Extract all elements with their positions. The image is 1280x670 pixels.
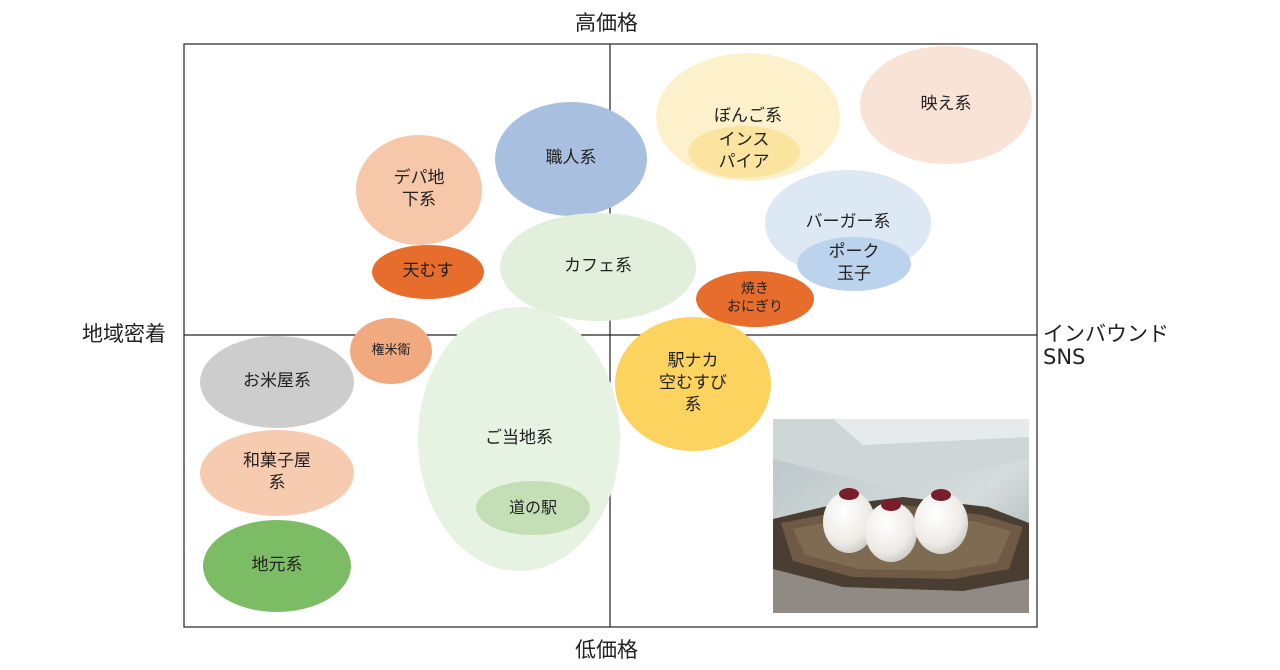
- bubble-shokunin: 職人系: [495, 102, 647, 216]
- bubble-label-depachika: デパ地 下系: [393, 168, 445, 210]
- bubble-label-okomeya: お米屋系: [243, 371, 311, 392]
- bubble-gonbei: 権米衛: [350, 318, 432, 384]
- bubble-tenmusu: 天むす: [372, 245, 484, 299]
- bubble-label-inspire: インス パイア: [718, 130, 770, 172]
- bubble-pork: ポーク 玉子: [797, 237, 911, 291]
- bubble-label-yaki: 焼き おにぎり: [727, 281, 783, 315]
- bubble-label-jimoto: 地元系: [251, 555, 303, 576]
- axis-label-top: 高価格: [575, 11, 638, 35]
- bubble-wagashi: 和菓子屋 系: [200, 430, 354, 516]
- bubble-ekinaka: 駅ナカ 空むすび 系: [615, 317, 771, 451]
- bubble-label-pork: ポーク 玉子: [828, 242, 880, 284]
- bubble-label-michinoeki: 道の駅: [508, 497, 557, 517]
- bubble-label-bongo: ぼんご系: [714, 106, 782, 127]
- axis-label-right-line1: インバウンド: [1043, 322, 1169, 346]
- bubble-okomeya: お米屋系: [200, 336, 354, 428]
- bubble-yaki: 焼き おにぎり: [696, 271, 814, 327]
- axis-label-bottom: 低価格: [575, 638, 638, 662]
- bubble-label-eigake: 映え系: [920, 94, 972, 115]
- bubble-inspire: インス パイア: [688, 126, 800, 178]
- bubble-depachika: デパ地 下系: [356, 135, 482, 245]
- axis-label-right-line2: SNS: [1043, 345, 1086, 369]
- bubble-label-gonbei: 権米衛: [371, 342, 411, 358]
- bubble-label-cafe: カフェ系: [564, 256, 632, 277]
- bubble-label-ekinaka: 駅ナカ 空むすび 系: [659, 351, 727, 415]
- bubble-eigake: 映え系: [860, 46, 1032, 164]
- bubble-label-tenmusu: 天むす: [402, 261, 454, 282]
- bubble-label-gotouchi: ご当地系: [485, 428, 553, 449]
- bubble-jimoto: 地元系: [203, 520, 351, 612]
- bubble-michinoeki: 道の駅: [476, 481, 590, 535]
- axis-label-left: 地域密着: [82, 322, 166, 346]
- bubble-label-wagashi: 和菓子屋 系: [243, 451, 311, 493]
- bubble-label-burger: バーガー系: [805, 212, 891, 233]
- onigiri-photo: [773, 419, 1029, 613]
- bubble-label-shokunin: 職人系: [545, 148, 597, 169]
- bubble-cafe: カフェ系: [500, 213, 696, 321]
